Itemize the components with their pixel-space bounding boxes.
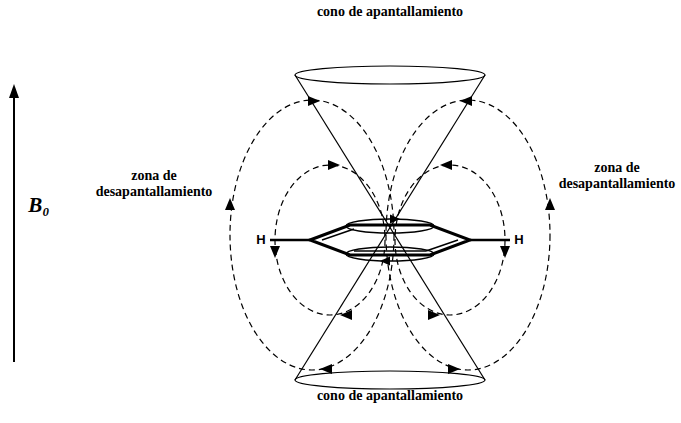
- ch-bond: [270, 239, 310, 242]
- benzene-ring: [310, 225, 470, 255]
- arrow-head: [9, 84, 19, 98]
- field-label: B₀: [22, 193, 56, 217]
- shielding-cones: [295, 66, 485, 389]
- induced-field-lines: [230, 100, 550, 370]
- cone-label: cono de apantallamiento: [300, 4, 480, 20]
- zone-label: zona de desapantallamiento: [80, 168, 228, 200]
- ch-bond: [470, 239, 510, 242]
- cone-label: cono de apantallamiento: [300, 388, 480, 404]
- zone-label: zona de desapantallamiento: [555, 160, 679, 192]
- field-arrowheads: [225, 96, 555, 374]
- atom-label: H: [512, 233, 526, 247]
- atom-label: H: [254, 233, 268, 247]
- double-bonds: [322, 229, 458, 251]
- field-arrow: [13, 94, 15, 362]
- current-arrowheads: [380, 215, 400, 266]
